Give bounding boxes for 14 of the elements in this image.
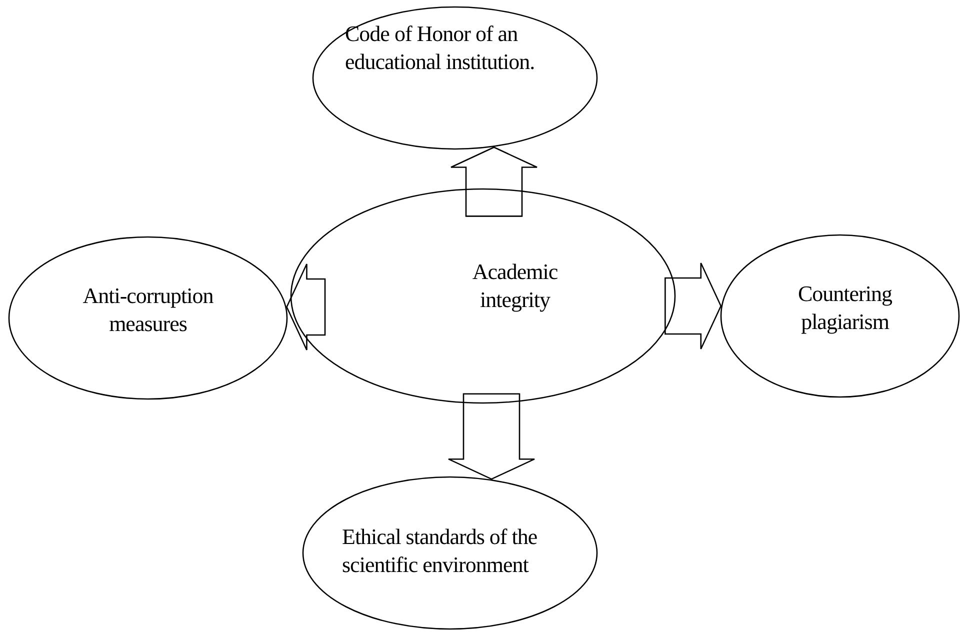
ellipse-node bbox=[720, 234, 960, 398]
block-arrow bbox=[448, 393, 536, 480]
block-arrow bbox=[286, 263, 326, 351]
block-arrow bbox=[664, 262, 722, 350]
node-label: Academic integrity bbox=[471, 258, 559, 313]
node-label: Ethical standards of the scientific environment bbox=[342, 523, 538, 578]
ellipse-node bbox=[312, 6, 598, 150]
ellipse-node bbox=[290, 188, 676, 404]
ellipse-node bbox=[8, 236, 288, 400]
block-arrow bbox=[450, 146, 538, 217]
node-label: Countering plagiarism bbox=[797, 280, 893, 335]
node-label: Code of Honor of an educational institution. bbox=[345, 20, 536, 75]
ellipse-node bbox=[302, 476, 598, 630]
node-label: Anti-corruption measures bbox=[82, 282, 214, 337]
